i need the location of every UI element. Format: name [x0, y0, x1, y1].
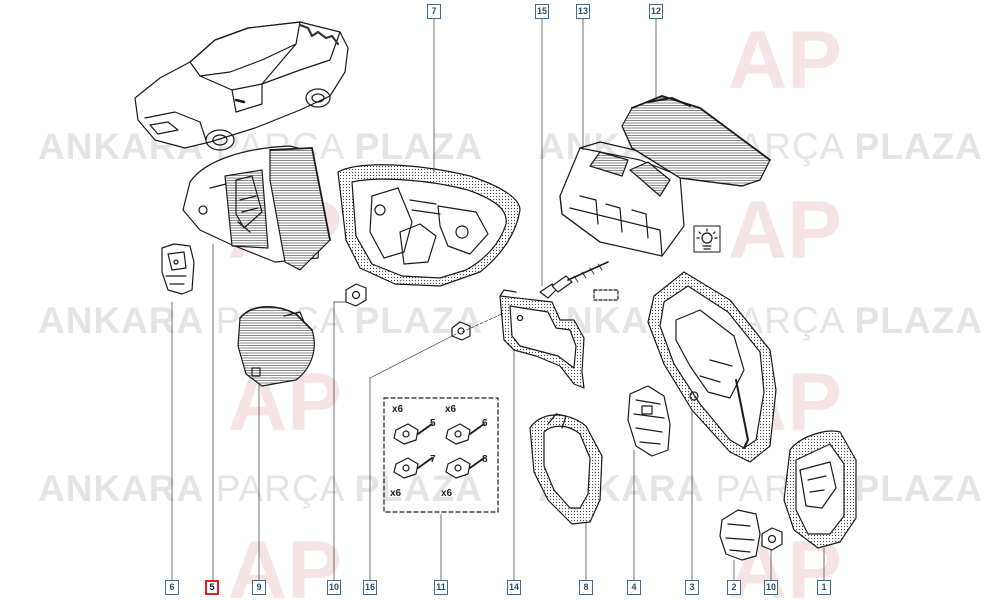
kit-ref-label: 5: [430, 418, 436, 429]
callout-part-9[interactable]: 9: [252, 580, 266, 595]
callout-part-11[interactable]: 11: [434, 580, 448, 595]
nut-16: [451, 321, 471, 341]
callout-part-15[interactable]: 15: [535, 4, 549, 19]
watermark-row-3-left: ANKARA PARÇA PLAZA: [38, 468, 483, 509]
nut-10: [345, 283, 367, 307]
callout-part-16[interactable]: 16: [363, 580, 377, 595]
complete-mirror-1: [783, 430, 857, 549]
connector-6: [161, 243, 195, 295]
callout-part-7[interactable]: 7: [427, 4, 441, 19]
lamp-bulb-icon: [693, 225, 721, 253]
clip-symbol-icon: [593, 289, 619, 301]
kit-qty-label: x6: [392, 404, 404, 415]
motor-block-2: [719, 509, 761, 561]
fastener-kit-box-11: [383, 397, 499, 513]
callout-part-10[interactable]: 10: [327, 580, 341, 595]
kit-qty-label: x6: [445, 404, 457, 415]
actuator-4: [627, 385, 671, 457]
kit-ref-label: 8: [482, 454, 488, 465]
mirror-housing-7: [337, 164, 521, 287]
callout-part-12[interactable]: 12: [649, 4, 663, 19]
callout-part-8[interactable]: 8: [579, 580, 593, 595]
kit-qty-label: x6: [441, 488, 453, 499]
nut-10: [761, 527, 783, 551]
mirror-frame-3: [647, 271, 777, 463]
kit-qty-label: x6: [390, 488, 402, 499]
kit-ref-label: 6: [482, 418, 488, 429]
watermark-logo: AP: [728, 15, 842, 106]
callout-part-1[interactable]: 1: [817, 580, 831, 595]
callout-part-14[interactable]: 14: [507, 580, 521, 595]
kit-ref-label: 7: [430, 454, 436, 465]
callout-part-2[interactable]: 2: [727, 580, 741, 595]
callout-part-10[interactable]: 10: [764, 580, 778, 595]
bracket-plate-14: [499, 289, 585, 389]
mirror-glass-8: [529, 413, 603, 525]
callout-part-5-selected[interactable]: 5: [205, 580, 219, 595]
watermark-logo: AP: [728, 185, 842, 276]
mirror-assembly-5: [182, 145, 331, 271]
callout-part-4[interactable]: 4: [627, 580, 641, 595]
callout-part-13[interactable]: 13: [576, 4, 590, 19]
watermark-logo: AP: [228, 525, 342, 600]
screw-15: [539, 261, 609, 299]
callout-part-6[interactable]: 6: [165, 580, 179, 595]
mirror-motor-13: [559, 141, 685, 257]
mirror-glass-12: [621, 95, 771, 187]
mirror-cover-9: [237, 305, 315, 387]
leader-lines: [171, 17, 825, 581]
car-icon: [134, 21, 349, 151]
callout-part-3[interactable]: 3: [685, 580, 699, 595]
